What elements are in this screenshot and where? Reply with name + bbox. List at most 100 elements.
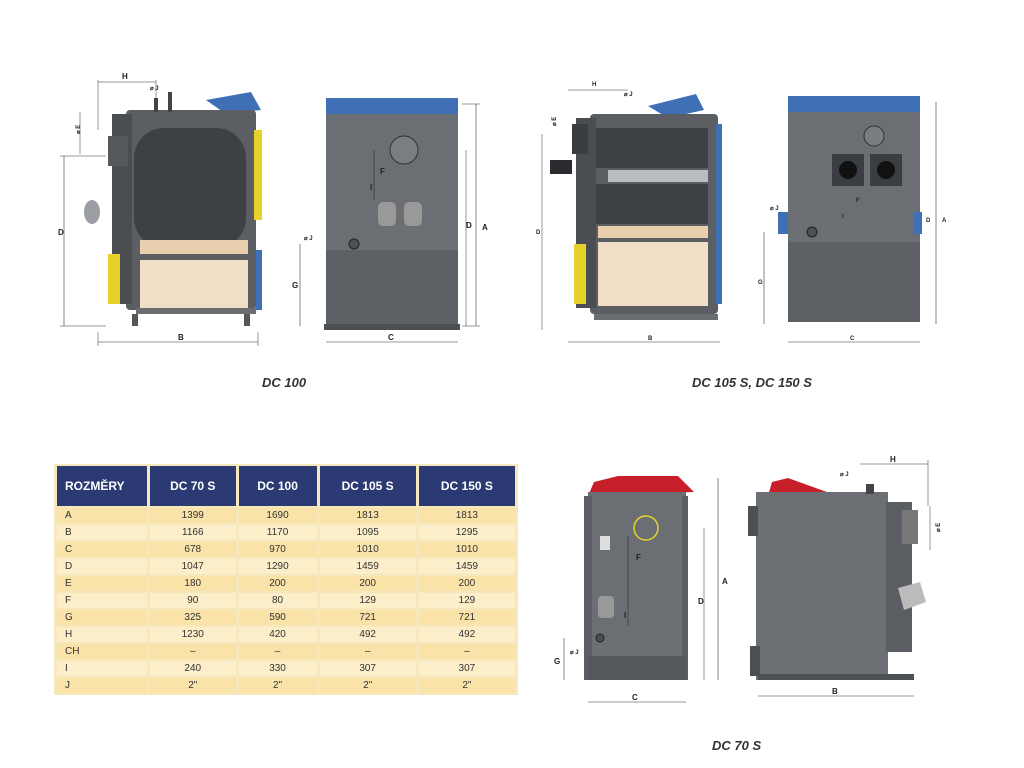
table-cell: 420 [238, 627, 317, 642]
dim-d-label-rear: D [466, 221, 472, 230]
table-header-row: ROZMĚRY DC 70 S DC 100 DC 105 S DC 150 S [57, 466, 515, 506]
table-cell: 970 [238, 542, 317, 557]
table-cell: 307 [319, 661, 416, 676]
dim-d-label: D [58, 228, 64, 237]
table-cell: 80 [238, 593, 317, 608]
table-cell: 129 [418, 593, 515, 608]
dc105-side-drawing: H ⌀ J D ⌀ E B [536, 82, 722, 343]
dim-f-label: F [380, 167, 385, 176]
table-cell: 590 [238, 610, 317, 625]
dim-j-label-rear: ⌀ J [304, 236, 313, 242]
table-cell: H [57, 627, 147, 642]
table-cell: 492 [319, 627, 416, 642]
table-header-cell: ROZMĚRY [57, 466, 147, 506]
caption-dc105-dc150: DC 105 S, DC 150 S [692, 375, 812, 390]
dc100-rear-drawing: A D G ⌀ J C F I [292, 98, 488, 343]
dim-h-label: H [122, 72, 128, 81]
table-cell: 1690 [238, 508, 317, 523]
table-cell: J [57, 678, 147, 693]
dim-a-label-70: A [722, 577, 728, 586]
dim-j-label: ⌀ J [150, 86, 159, 92]
table-cell: 1459 [319, 559, 416, 574]
dim-d-label-105-rear: D [926, 218, 931, 224]
table-cell: B [57, 525, 147, 540]
table-cell: D [57, 559, 147, 574]
table-cell: I [57, 661, 147, 676]
table-cell: G [57, 610, 147, 625]
table-cell: E [57, 576, 147, 591]
table-cell: 721 [319, 610, 416, 625]
table-cell: 2" [150, 678, 236, 693]
dim-c-label-105: C [850, 336, 855, 342]
dim-j-label-105-rear: ⌀ J [770, 206, 779, 212]
dim-h-label-105: H [592, 82, 596, 88]
dimensions-table: ROZMĚRY DC 70 S DC 100 DC 105 S DC 150 S… [54, 464, 518, 695]
dim-f-label-105: F [856, 198, 860, 204]
dim-j-label-70: ⌀ J [570, 650, 579, 656]
dim-g-label-70: G [554, 657, 560, 666]
table-cell: 721 [418, 610, 515, 625]
dim-c-label-70: C [632, 693, 638, 702]
dim-e-label-105: ⌀ E [552, 117, 558, 126]
caption-dc100: DC 100 [262, 375, 307, 390]
table-cell: 325 [150, 610, 236, 625]
table-cell: 1010 [319, 542, 416, 557]
table-cell: 240 [150, 661, 236, 676]
table-cell: 307 [418, 661, 515, 676]
table-cell: – [238, 644, 317, 659]
dim-b-label-70: B [832, 687, 838, 696]
dim-j-label-105: ⌀ J [624, 92, 633, 98]
table-cell: F [57, 593, 147, 608]
dim-h-label-70: H [890, 455, 896, 464]
dim-g-label-105: G [758, 280, 763, 286]
table-cell: 180 [150, 576, 236, 591]
dim-b-label-105: B [648, 336, 653, 342]
dim-e-label: ⌀ E [76, 125, 82, 134]
table-header-cell: DC 70 S [150, 466, 236, 506]
dim-i-label: I [370, 183, 372, 192]
table-cell: 1459 [418, 559, 515, 574]
dim-b-label: B [178, 333, 184, 342]
table-cell: 1295 [418, 525, 515, 540]
dim-c-label: C [388, 333, 394, 342]
table-cell: 1170 [238, 525, 317, 540]
table-header-cell: DC 105 S [319, 466, 416, 506]
table-cell: – [150, 644, 236, 659]
dc70-side-drawing: H ⌀ J ⌀ E B [748, 455, 942, 697]
table-cell: 2" [238, 678, 317, 693]
dim-d-label-70: D [698, 597, 704, 606]
dim-e-label-70: ⌀ E [936, 523, 942, 532]
table-cell: 330 [238, 661, 317, 676]
table-cell: – [418, 644, 515, 659]
dim-j-label-70-side: ⌀ J [840, 472, 849, 478]
table-cell: 200 [418, 576, 515, 591]
table-cell: – [319, 644, 416, 659]
table-cell: 1813 [418, 508, 515, 523]
dim-d-label-105: D [536, 230, 541, 236]
table-cell: 1095 [319, 525, 416, 540]
table-cell: 1290 [238, 559, 317, 574]
table-cell: A [57, 508, 147, 523]
dim-f-label-70: F [636, 553, 641, 562]
caption-dc70: DC 70 S [712, 738, 762, 753]
table-cell: 1399 [150, 508, 236, 523]
table-cell: 2" [418, 678, 515, 693]
table-cell: 1047 [150, 559, 236, 574]
table-cell: 678 [150, 542, 236, 557]
table-cell: 90 [150, 593, 236, 608]
table-cell: 200 [319, 576, 416, 591]
table-header-cell: DC 100 [238, 466, 317, 506]
dc100-side-drawing: H ⌀ J D ⌀ E B [58, 72, 262, 346]
table-cell: 200 [238, 576, 317, 591]
table-cell: 1166 [150, 525, 236, 540]
table-header-cell: DC 150 S [418, 466, 515, 506]
